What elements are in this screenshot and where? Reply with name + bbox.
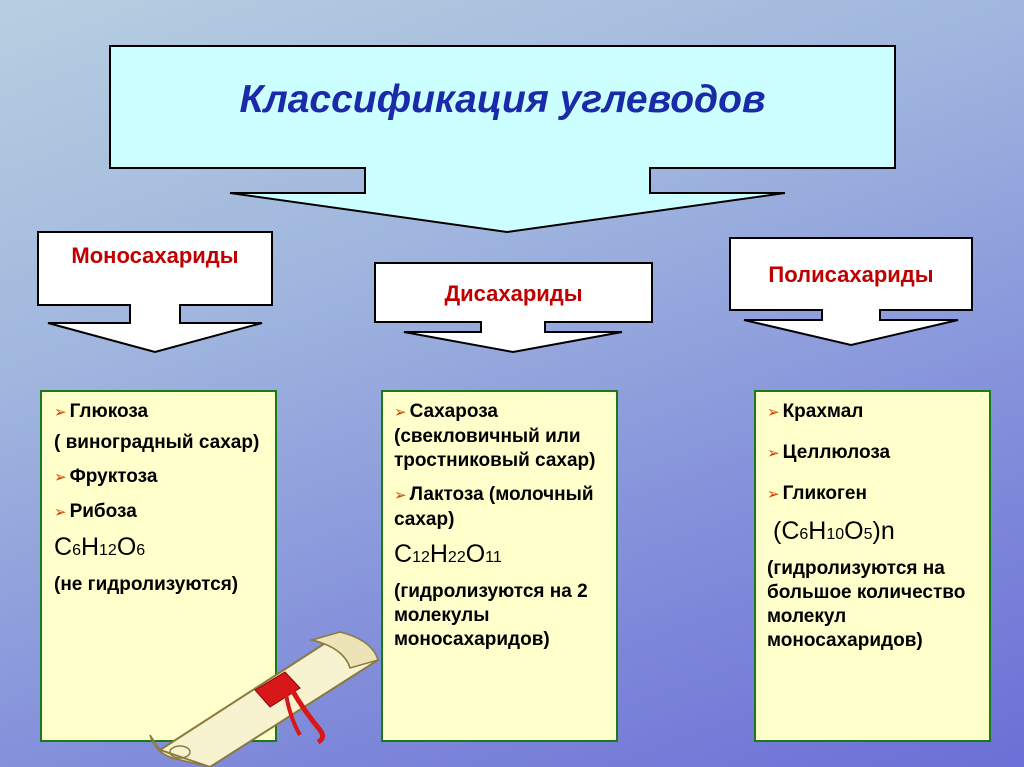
chemical-formula: C12H22O11 xyxy=(394,540,502,568)
hydrolysis-note: (не гидролизуются) xyxy=(54,574,239,595)
title-callout xyxy=(109,45,896,234)
hydrolysis-note: (гидролизуются на большое количество мол… xyxy=(767,558,966,651)
category-polysaccharides: Полисахариды xyxy=(768,262,934,287)
list-item: ➢Фруктоза xyxy=(54,466,158,487)
list-item: ➢Глюкоза xyxy=(54,401,149,422)
page-title: Классификация углеводов xyxy=(239,78,766,121)
poly-content: ➢Крахмал ➢Целлюлоза ➢Гликоген (C6H10O5)n… xyxy=(767,400,985,663)
di-callout xyxy=(374,262,653,354)
arrow-bullet-icon: ➢ xyxy=(767,445,780,462)
list-item: ➢Гликоген xyxy=(767,483,867,504)
list-item: ➢Крахмал xyxy=(767,401,864,422)
chemical-formula: (C6H10O5)n xyxy=(773,517,895,545)
poly-callout xyxy=(729,237,973,347)
list-item: ➢Лактоза (молочный сахар) xyxy=(394,484,594,530)
category-disaccharides: Дисахариды xyxy=(444,281,583,306)
arrow-bullet-icon: ➢ xyxy=(54,504,67,521)
mono-content: ➢Глюкоза ( виноградный сахар) ➢Фруктоза … xyxy=(54,400,269,607)
mono-box xyxy=(40,390,277,742)
paper-scroll-icon xyxy=(149,631,381,767)
arrow-bullet-icon: ➢ xyxy=(54,404,67,421)
arrow-bullet-icon: ➢ xyxy=(767,486,780,503)
arrow-bullet-icon: ➢ xyxy=(767,404,780,421)
list-item-note: ( виноградный сахар) xyxy=(54,432,260,453)
mono-callout xyxy=(37,231,273,354)
list-item: ➢Сахароза (свекловичный или тростниковый… xyxy=(394,401,596,471)
category-monosaccharides: Моносахариды xyxy=(71,243,239,268)
poly-box xyxy=(754,390,991,742)
di-content: ➢Сахароза (свекловичный или тростниковый… xyxy=(394,400,612,662)
arrow-bullet-icon: ➢ xyxy=(394,404,407,421)
arrow-bullet-icon: ➢ xyxy=(394,487,407,504)
di-box xyxy=(381,390,618,742)
chemical-formula: C6H12O6 xyxy=(54,533,146,561)
list-item: ➢Рибоза xyxy=(54,501,137,522)
list-item: ➢Целлюлоза xyxy=(767,442,891,463)
hydrolysis-note: (гидролизуются на 2 молекулы моносахарид… xyxy=(394,581,588,650)
arrow-bullet-icon: ➢ xyxy=(54,469,67,486)
